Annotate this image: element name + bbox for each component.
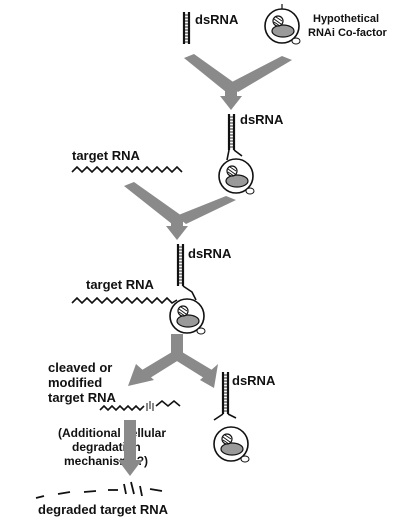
- degradation-arrow: [118, 420, 142, 476]
- additional-label-line1: (Additional cellular: [58, 426, 166, 440]
- cleaved-target-rna: [99, 399, 181, 412]
- dsrna-label-complex-2: dsRNA: [188, 246, 232, 261]
- cleaved-label-line3: target RNA: [48, 390, 117, 405]
- rnai-cofactor-icon-top: [264, 4, 301, 45]
- split-arrow: [128, 334, 218, 388]
- additional-label-line2: degradation: [72, 440, 141, 454]
- dsrna-label-released: dsRNA: [232, 373, 276, 388]
- dsrna-target-cofactor-complex: [169, 244, 206, 335]
- released-dsrna-cofactor-complex: [213, 372, 250, 463]
- target-rna-label-1: target RNA: [72, 148, 141, 163]
- dsrna-label-top: dsRNA: [195, 12, 239, 27]
- degraded-rna-fragments: [35, 481, 163, 499]
- dsrna-cofactor-complex-1: [218, 114, 255, 195]
- target-rna-strand-2: [71, 296, 178, 305]
- merge-arrow-1: [184, 54, 292, 110]
- cofactor-label-line2: RNAi Co-factor: [308, 27, 388, 39]
- dsrna-label-complex-1: dsRNA: [240, 112, 284, 127]
- degraded-label: degraded target RNA: [38, 502, 169, 517]
- cleaved-label-line2: modified: [48, 375, 102, 390]
- cleaved-label-line1: cleaved or: [48, 360, 112, 375]
- target-rna-strand-1: [71, 165, 183, 174]
- target-rna-label-2: target RNA: [86, 277, 155, 292]
- merge-arrow-2: [124, 182, 236, 240]
- cofactor-label-line1: Hypothetical: [313, 13, 379, 25]
- dsrna-duplex-top: [182, 12, 191, 44]
